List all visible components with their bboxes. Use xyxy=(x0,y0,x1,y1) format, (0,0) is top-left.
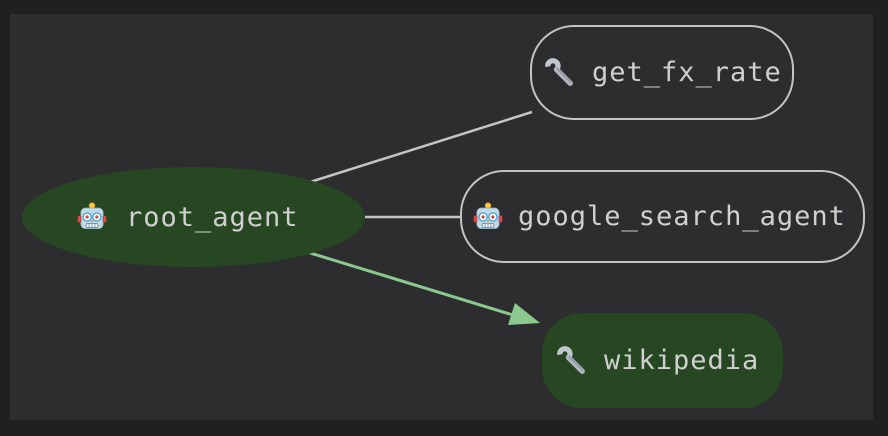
node-google-search-agent[interactable]: google_search_agent xyxy=(460,170,865,263)
node-label: get_fx_rate xyxy=(592,57,782,88)
node-label: wikipedia xyxy=(604,345,760,376)
node-get-fx-rate[interactable]: get_fx_rate xyxy=(530,25,794,120)
node-label: google_search_agent xyxy=(518,201,846,232)
node-wikipedia[interactable]: wikipedia xyxy=(542,313,783,408)
robot-icon xyxy=(77,202,107,229)
node-root-agent[interactable]: root_agent xyxy=(22,167,365,267)
wrench-icon xyxy=(557,345,585,374)
wrench-icon xyxy=(545,57,573,86)
robot-icon xyxy=(473,201,503,229)
node-label: root_agent xyxy=(126,201,299,233)
